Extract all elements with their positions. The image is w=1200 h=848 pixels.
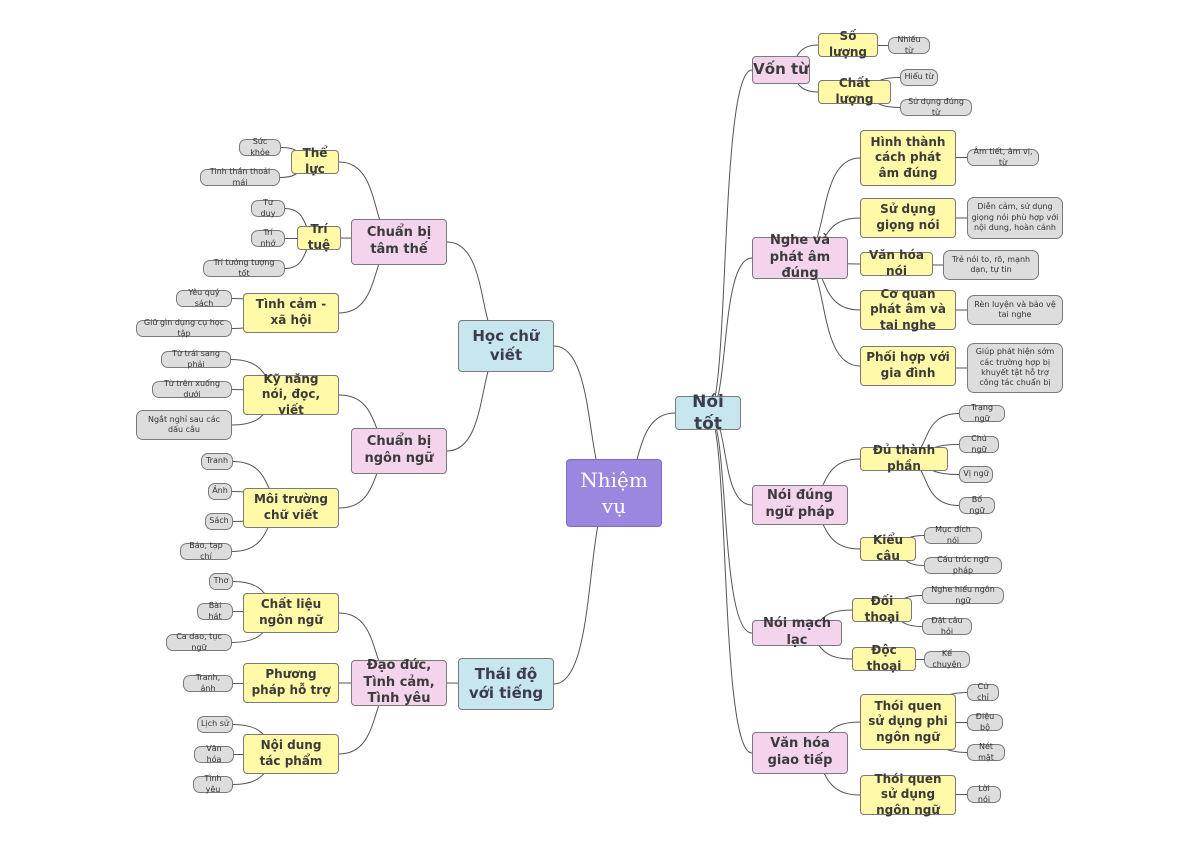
root-node[interactable]: Nhiệm vụ — [566, 459, 662, 527]
leaf-net-mat[interactable]: Nét mặt — [967, 742, 1005, 762]
leaf-tinh-yeu[interactable]: Tình yêu — [193, 774, 233, 794]
node-su-dung-giong[interactable]: Sử dụng giọng nói — [860, 198, 956, 238]
leaf-sach[interactable]: Sách — [205, 513, 233, 530]
leaf-giup-phat-hien[interactable]: Giúp phát hiện sớm các trường hợp bị khu… — [967, 343, 1063, 393]
node-kieu-cau[interactable]: Kiểu câu — [860, 533, 916, 563]
node-chuan-bi-tam-the[interactable]: Chuẩn bị tâm thế — [351, 219, 447, 265]
node-noi-dung-tac-pham[interactable]: Nội dung tác phẩm — [243, 734, 339, 774]
leaf-yeu-quy-sach[interactable]: Yêu quý sách — [176, 288, 232, 308]
node-chuan-bi-ngon-ngu[interactable]: Chuẩn bị ngôn ngữ — [351, 428, 447, 474]
leaf-giu-gin[interactable]: Giữ gìn dụng cụ học tập — [136, 318, 232, 338]
node-doi-thoai[interactable]: Đối thoại — [852, 594, 912, 624]
node-thoi-quen-phi[interactable]: Thói quen sử dụng phi ngôn ngữ — [860, 694, 956, 750]
node-tinh-cam-xa-hoi[interactable]: Tình cảm - xã hội — [243, 293, 339, 333]
leaf-ke-chuyen[interactable]: Kể chuyện — [924, 649, 970, 669]
leaf-chu-ngu[interactable]: Chủ ngữ — [959, 434, 999, 454]
node-van-hoa-noi[interactable]: Văn hóa nói — [860, 248, 933, 278]
leaf-dieu-bo[interactable]: Điệu bộ — [967, 712, 1003, 732]
node-ky-nang[interactable]: Kỹ năng nói, đọc, viết — [243, 372, 339, 417]
connector-branch-noi-tot-node-nghe-phat-am — [707, 257, 753, 414]
leaf-bao-tap-chi[interactable]: Báo, tạp chí — [180, 541, 232, 561]
leaf-loi-noi[interactable]: Lời nói — [967, 784, 1001, 804]
node-van-hoa-giao-tiep[interactable]: Văn hóa giao tiếp — [752, 732, 848, 774]
leaf-tri-nho[interactable]: Trí nhớ — [251, 228, 285, 248]
leaf-ngat-nghi[interactable]: Ngắt nghỉ sau các dấu câu — [136, 410, 232, 440]
branch-hoc-chu-viet[interactable]: Học chữ viết — [458, 320, 554, 372]
leaf-ca-dao[interactable]: Ca dao, tục ngữ — [166, 632, 232, 652]
connector-branch-noi-tot-node-van-hoa-giao-tiep — [707, 412, 753, 754]
node-dao-duc[interactable]: Đạo đức, Tình cảm, Tình yêu — [351, 658, 447, 706]
node-doc-thoai[interactable]: Độc thoại — [852, 643, 916, 673]
leaf-tranh[interactable]: Tranh — [201, 453, 233, 470]
leaf-ren-luyen[interactable]: Rèn luyện và bảo vệ tai nghe — [967, 295, 1063, 325]
leaf-tu-trai[interactable]: Từ trái sang phải — [161, 349, 231, 369]
node-chat-luong[interactable]: Chất lượng — [818, 76, 891, 106]
node-tri-tue[interactable]: Trí tuệ — [297, 222, 341, 252]
leaf-nhieu-tu[interactable]: Nhiều từ — [888, 35, 930, 55]
leaf-tranh-anh[interactable]: Tranh, ảnh — [183, 673, 233, 693]
node-noi-dung-ngu-phap[interactable]: Nói đúng ngữ pháp — [752, 485, 848, 525]
branch-noi-tot[interactable]: Nói tốt — [675, 392, 741, 434]
leaf-tu-duy[interactable]: Tư duy — [251, 198, 285, 218]
leaf-dat-cau-hoi[interactable]: Đặt câu hỏi — [922, 616, 972, 636]
leaf-anh[interactable]: Ảnh — [208, 483, 232, 500]
connector-branch-noi-tot-node-noi-mach-lac — [707, 412, 753, 634]
node-noi-mach-lac[interactable]: Nói mạch lạc — [752, 616, 842, 648]
node-hinh-thanh[interactable]: Hình thành cách phát âm đúng — [860, 130, 956, 186]
leaf-dien-cam[interactable]: Diễn cảm, sử dụng giọng nói phù hợp với … — [967, 197, 1063, 239]
node-thoi-quen-ngon-ngu[interactable]: Thói quen sử dụng ngôn ngữ — [860, 772, 956, 817]
node-von-tu[interactable]: Vốn từ — [752, 56, 810, 84]
leaf-van-hoa[interactable]: Văn hóa — [194, 744, 234, 764]
leaf-tinh-than[interactable]: Tinh thần thoải mái — [200, 167, 280, 187]
leaf-suc-khoe[interactable]: Sức khỏe — [239, 137, 281, 157]
leaf-cu-chi[interactable]: Cử chỉ — [967, 682, 999, 702]
leaf-vi-ngu[interactable]: Vị ngữ — [959, 466, 993, 483]
leaf-tho[interactable]: Thơ — [209, 573, 233, 590]
node-co-quan[interactable]: Cơ quan phát âm và tai nghe — [860, 287, 956, 332]
node-nghe-phat-am[interactable]: Nghe và phát âm đúng — [752, 233, 848, 281]
branch-thai-do[interactable]: Thái độ với tiếng — [458, 658, 554, 710]
leaf-bai-hat[interactable]: Bài hát — [197, 601, 233, 621]
leaf-hieu-tu[interactable]: Hiểu từ — [900, 69, 938, 86]
leaf-tre-noi-to[interactable]: Trẻ nói to, rõ, mạnh dạn, tự tin — [943, 250, 1039, 280]
node-the-luc[interactable]: Thể lực — [291, 146, 339, 176]
leaf-tri-tuong-tuong[interactable]: Trí tưởng tượng tốt — [203, 258, 285, 278]
connector-branch-noi-tot-node-von-tu — [707, 69, 753, 414]
node-chat-lieu[interactable]: Chất liệu ngôn ngữ — [243, 593, 339, 633]
leaf-muc-dich-noi[interactable]: Mục đích nói — [924, 525, 982, 545]
leaf-cau-truc[interactable]: Cấu trúc ngữ pháp — [924, 555, 1002, 575]
leaf-trang-ngu[interactable]: Trạng ngữ — [959, 403, 1005, 423]
leaf-nghe-hieu[interactable]: Nghe hiểu ngôn ngữ — [922, 585, 1004, 605]
leaf-tu-tren[interactable]: Từ trên xuống dưới — [152, 379, 232, 399]
node-phuong-phap[interactable]: Phương pháp hỗ trợ — [243, 663, 339, 703]
leaf-bo-ngu[interactable]: Bổ ngữ — [959, 495, 995, 515]
leaf-lich-su[interactable]: Lịch sử — [197, 716, 233, 733]
leaf-am-tiet[interactable]: Âm tiết, âm vị, từ — [967, 147, 1039, 167]
leaf-su-dung-dung-tu[interactable]: Sử dụng đúng từ — [900, 97, 972, 117]
node-phoi-hop[interactable]: Phối hợp với gia đình — [860, 346, 956, 386]
node-moi-truong[interactable]: Môi trường chữ viết — [243, 488, 339, 528]
node-du-thanh-phan[interactable]: Đủ thành phần — [860, 443, 948, 473]
node-so-luong[interactable]: Số lượng — [818, 29, 878, 59]
